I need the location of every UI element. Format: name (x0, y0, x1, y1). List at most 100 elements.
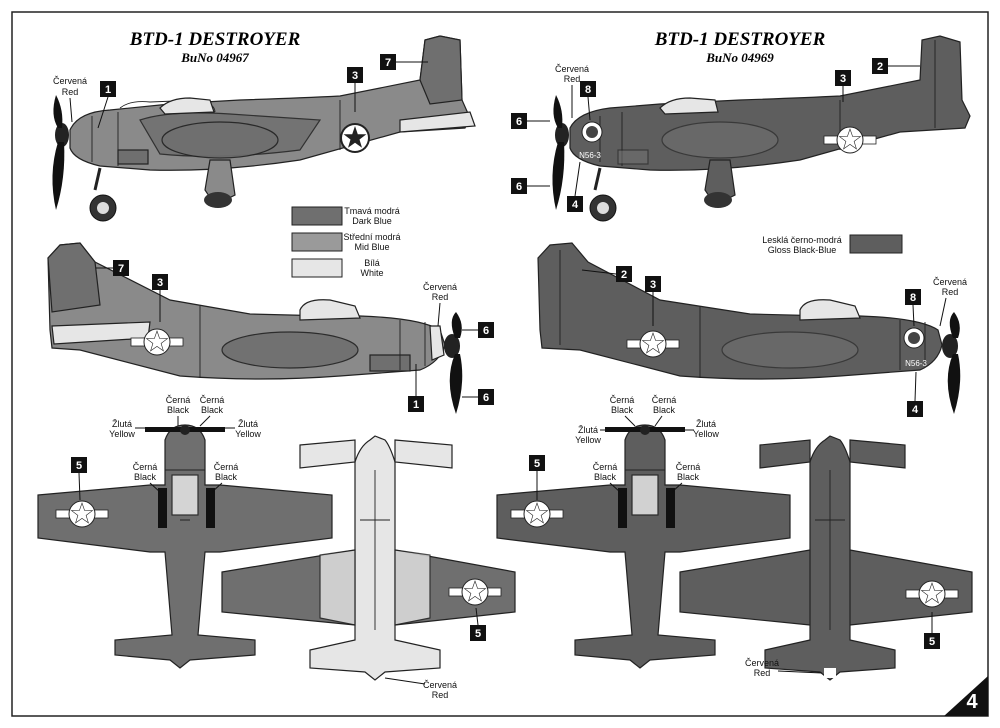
legend-white-cz: Bílá (364, 258, 380, 268)
label-red-en: Red (62, 87, 79, 97)
right-subtitle: BuNo 04969 (705, 50, 774, 65)
svg-text:7: 7 (118, 263, 124, 275)
svg-text:Red: Red (432, 690, 449, 700)
svg-text:6: 6 (516, 116, 522, 128)
cowl-code-mid: N56-3 (905, 359, 927, 368)
svg-text:8: 8 (910, 292, 916, 304)
svg-text:2: 2 (621, 269, 627, 281)
svg-text:Black: Black (677, 472, 700, 482)
svg-text:Černá: Černá (676, 462, 701, 472)
svg-text:Yellow: Yellow (235, 429, 261, 439)
legend-dark-blue-cz: Tmavá modrá (344, 206, 400, 216)
svg-text:3: 3 (352, 70, 358, 82)
right-plan-bottom-callouts: 5 Červená Red (745, 612, 940, 678)
callout-left-top-red: Červená Red (53, 76, 87, 123)
svg-text:Černá: Černá (593, 462, 618, 472)
svg-text:3: 3 (157, 277, 163, 289)
svg-text:Yellow: Yellow (693, 429, 719, 439)
svg-text:Black: Black (653, 405, 676, 415)
callout-box-7-top: 7 (380, 54, 428, 70)
svg-text:5: 5 (76, 460, 82, 472)
legend-swatch-mid-blue (291, 232, 343, 252)
svg-text:Black: Black (594, 472, 617, 482)
callout-box-3-mid: 3 (152, 274, 168, 322)
callout-box-1-mid: 1 (408, 364, 424, 412)
right-plan-callouts: Černá Black Černá Black Žlutá Yellow Žlu… (529, 395, 719, 500)
svg-text:4: 4 (912, 404, 919, 416)
svg-text:Žlutá: Žlutá (112, 419, 132, 429)
svg-text:Červená: Červená (555, 64, 589, 74)
svg-text:Yellow: Yellow (575, 435, 601, 445)
callout-box-7-mid: 7 (96, 260, 129, 276)
left-plan-callouts: Černá Black Černá Black Žlutá Yellow Žlu… (71, 395, 261, 501)
svg-text:Černá: Černá (133, 462, 158, 472)
svg-text:Black: Black (201, 405, 224, 415)
left-title: BTD-1 DESTROYER (129, 29, 301, 50)
callout-box-6-mid-b: 6 (462, 389, 494, 405)
svg-text:1: 1 (413, 399, 419, 411)
svg-text:Yellow: Yellow (109, 429, 135, 439)
svg-text:Žlutá: Žlutá (696, 419, 716, 429)
svg-text:Černá: Černá (200, 395, 225, 405)
svg-text:Black: Black (134, 472, 157, 482)
legend-dark-blue-en: Dark Blue (352, 216, 392, 226)
svg-text:6: 6 (483, 325, 489, 337)
svg-text:Red: Red (432, 292, 449, 302)
left-plan-bottom (221, 435, 516, 681)
legend-mid-blue-cz: Střední modrá (343, 232, 400, 242)
svg-text:Červená: Červená (423, 680, 457, 690)
svg-text:Černá: Černá (610, 395, 635, 405)
svg-text:Černá: Černá (214, 462, 239, 472)
svg-text:Černá: Černá (166, 395, 191, 405)
svg-text:5: 5 (475, 628, 481, 640)
svg-text:Red: Red (754, 668, 771, 678)
svg-text:Black: Black (215, 472, 238, 482)
right-profile-starboard: N56-3 (537, 242, 961, 414)
svg-text:Red: Red (564, 74, 581, 84)
svg-text:8: 8 (585, 84, 591, 96)
svg-text:6: 6 (516, 181, 522, 193)
legend-left: Tmavá modrá Dark Blue Střední modrá Mid … (291, 206, 401, 278)
left-profile-port (52, 35, 476, 222)
page-number: 4 (966, 691, 978, 713)
svg-text:5: 5 (534, 458, 540, 470)
svg-text:3: 3 (650, 279, 656, 291)
right-top-callouts: Červená Red 8 6 6 4 3 2 (511, 58, 920, 212)
callout-box-6-mid-a: 6 (462, 322, 494, 338)
svg-text:Červená: Červená (933, 277, 967, 287)
right-plan-bottom (679, 435, 973, 681)
legend-swatch-gloss-black-blue (849, 234, 903, 254)
legend-gloss-cz: Lesklá černo-modrá (762, 235, 842, 245)
left-plan-top (37, 424, 333, 669)
callout-mid-red: Červená Red (423, 282, 457, 327)
right-profile-port: N56-3 (552, 35, 971, 222)
right-title: BTD-1 DESTROYER (654, 29, 826, 50)
svg-text:7: 7 (385, 57, 391, 69)
page-corner (944, 676, 988, 716)
svg-text:Black: Black (611, 405, 634, 415)
svg-text:Červená: Červená (745, 658, 779, 668)
right-mid-callouts: 2 3 Červená Red 8 4 (581, 266, 967, 417)
legend-swatch-dark-blue (291, 206, 343, 226)
svg-text:2: 2 (877, 61, 883, 73)
left-plan-bottom-callouts: 5 Červená Red (384, 607, 486, 700)
legend-swatch-white (291, 258, 343, 278)
callout-box-1-top: 1 (97, 81, 116, 129)
left-subtitle: BuNo 04967 (180, 50, 249, 65)
svg-text:Černá: Černá (652, 395, 677, 405)
right-plan-top (496, 424, 791, 669)
svg-text:1: 1 (105, 84, 111, 96)
svg-text:Black: Black (167, 405, 190, 415)
legend-white-en: White (360, 268, 383, 278)
left-profile-starboard (47, 242, 463, 414)
svg-text:Red: Red (942, 287, 959, 297)
legend-mid-blue-en: Mid Blue (354, 242, 389, 252)
svg-text:5: 5 (929, 636, 935, 648)
cowl-code-top: N56-3 (579, 151, 601, 160)
legend-right: Lesklá černo-modrá Gloss Black-Blue (762, 234, 903, 255)
label-red-cz: Červená (53, 76, 87, 86)
page-border (11, 11, 989, 717)
svg-text:4: 4 (572, 199, 579, 211)
